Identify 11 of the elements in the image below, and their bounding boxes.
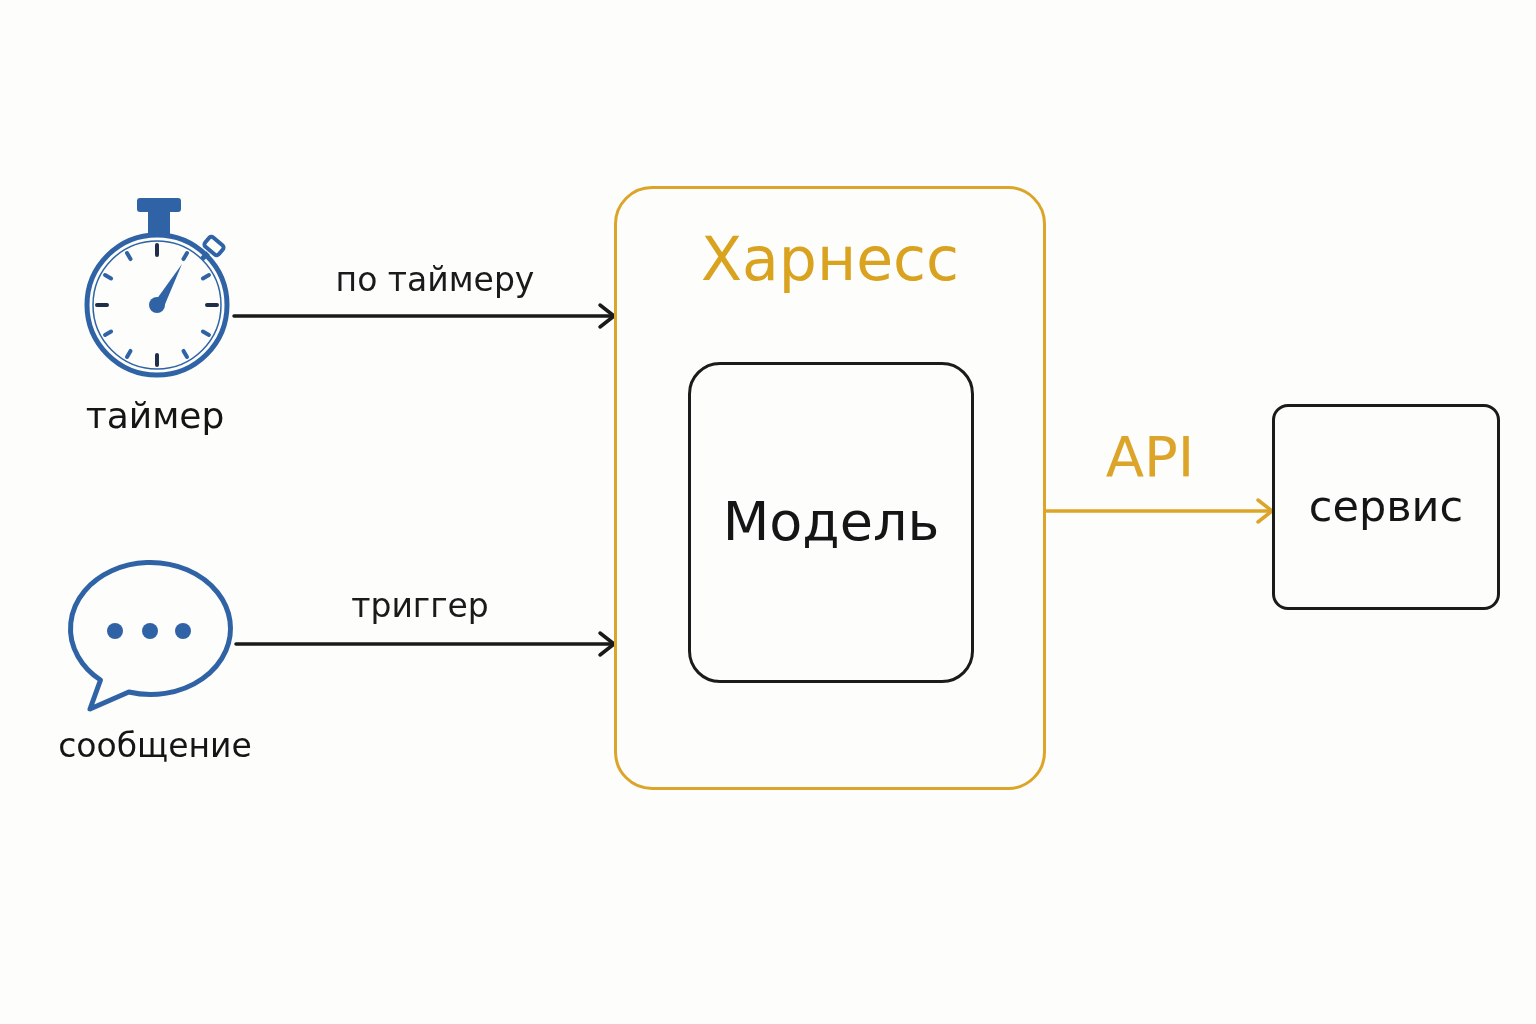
icon-caption: таймер [85, 394, 225, 438]
arrow [232, 303, 616, 329]
arrow [234, 631, 616, 657]
service-box [1272, 404, 1500, 610]
container-title: Харнесс [700, 223, 960, 295]
container-box [614, 186, 1046, 790]
process-box [688, 362, 974, 683]
arrow [1044, 498, 1274, 524]
box-label: Модель [722, 490, 940, 555]
box-label: сервис [1308, 481, 1464, 533]
icon-caption: сообщение [58, 726, 252, 766]
